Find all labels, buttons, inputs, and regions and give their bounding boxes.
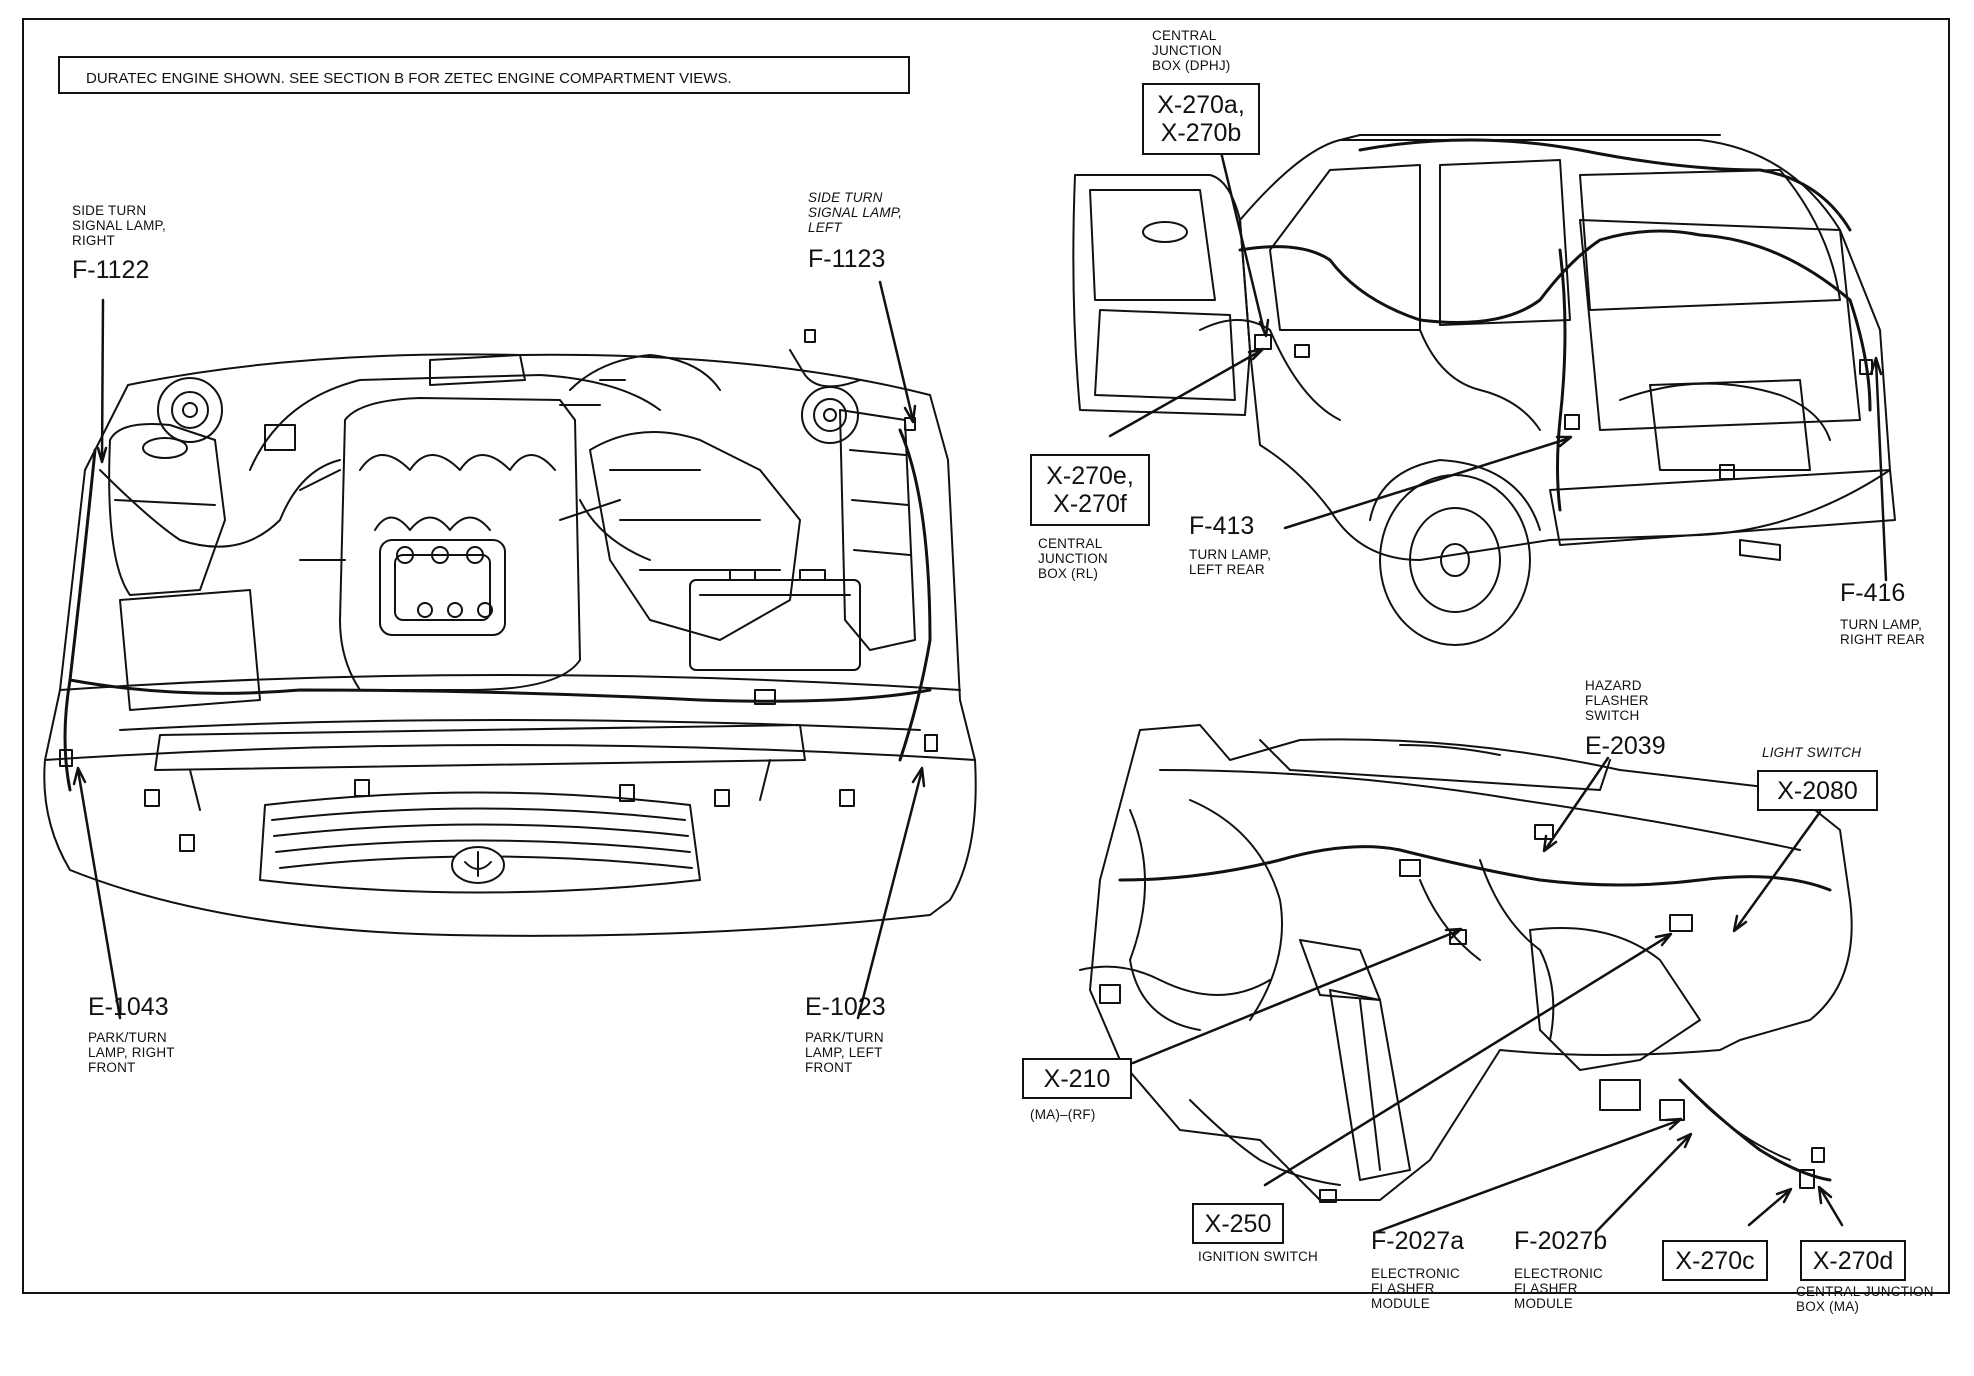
- label-x210-code: X-210: [1022, 1058, 1132, 1099]
- diagram-frame: [22, 18, 1950, 1294]
- label-f1122-description: SIDE TURN SIGNAL LAMP, RIGHT: [72, 203, 166, 248]
- label-e1023-code: E-1023: [805, 993, 886, 1021]
- label-f416-code: F-416: [1840, 579, 1906, 607]
- label-x250-description: IGNITION SWITCH: [1198, 1249, 1318, 1264]
- label-f2027b-code: F-2027b: [1514, 1227, 1608, 1255]
- instrument-panel-illustration: [1079, 724, 1853, 1234]
- label-x2080-code: X-2080: [1757, 770, 1878, 811]
- label-e1043-code: E-1043: [88, 993, 169, 1021]
- label-x270ef-code: X-270e, X-270f: [1030, 454, 1150, 526]
- label-x270c-code: X-270c: [1662, 1240, 1768, 1281]
- label-cjb-ma-description: CENTRAL JUNCTION BOX (MA): [1796, 1284, 1934, 1314]
- label-x210-description: (MA)–(RF): [1030, 1107, 1096, 1122]
- label-f1123-description: SIDE TURN SIGNAL LAMP, LEFT: [808, 190, 903, 235]
- label-x250-code: X-250: [1192, 1203, 1284, 1244]
- engine-compartment-illustration: [43, 280, 977, 1020]
- label-cjb-rl-description: CENTRAL JUNCTION BOX (RL): [1038, 536, 1108, 581]
- label-f2027a-description: ELECTRONIC FLASHER MODULE: [1371, 1266, 1461, 1311]
- label-x270ab-code: X-270a, X-270b: [1142, 83, 1260, 155]
- label-f1122-code: F-1122: [72, 256, 150, 284]
- vehicle-rear-illustration: [1072, 134, 1896, 646]
- label-e1023-description: PARK/TURN LAMP, LEFT FRONT: [805, 1030, 884, 1075]
- header-note: DURATEC ENGINE SHOWN. SEE SECTION B FOR …: [58, 56, 910, 94]
- label-e2039-description: HAZARD FLASHER SWITCH: [1585, 678, 1649, 723]
- label-f413-code: F-413: [1189, 512, 1255, 540]
- label-f416-description: TURN LAMP, RIGHT REAR: [1840, 617, 1926, 647]
- label-x270d-code: X-270d: [1800, 1240, 1906, 1281]
- label-light-switch-description: LIGHT SWITCH: [1762, 745, 1862, 760]
- label-f2027b-description: ELECTRONIC FLASHER MODULE: [1514, 1266, 1604, 1311]
- label-cjb-dphj-description: CENTRAL JUNCTION BOX (DPHJ): [1152, 28, 1231, 73]
- label-f1123-code: F-1123: [808, 245, 886, 273]
- label-f413-description: TURN LAMP, LEFT REAR: [1189, 547, 1272, 577]
- label-f2027a-code: F-2027a: [1371, 1227, 1465, 1255]
- label-e2039-code: E-2039: [1585, 732, 1666, 760]
- label-e1043-description: PARK/TURN LAMP, RIGHT FRONT: [88, 1030, 175, 1075]
